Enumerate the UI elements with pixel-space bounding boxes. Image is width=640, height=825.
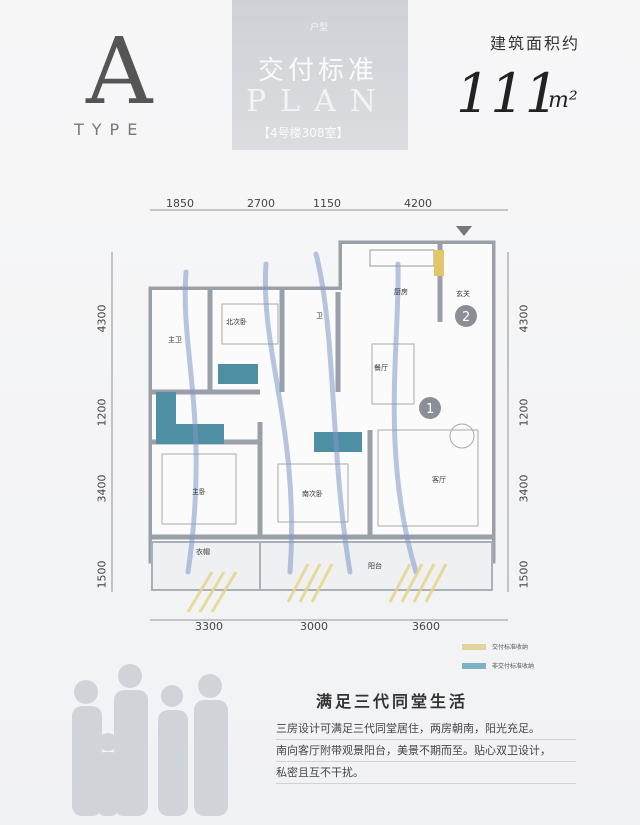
legend-item: 交付标准收纳 — [462, 642, 534, 651]
room-bath-1: 主卫 — [168, 335, 182, 344]
plan-banner — [232, 0, 408, 150]
plan-unit: 【4号楼308室】 — [258, 126, 349, 140]
type-word: TYPE — [74, 120, 146, 139]
legend-swatch-not-delivered — [462, 662, 486, 669]
family-illustration — [72, 664, 228, 816]
dim-top-1: 1850 — [166, 197, 194, 210]
plan-word: PLAN — [246, 84, 391, 119]
room-balcony: 阳台 — [368, 561, 382, 570]
room-kitchen: 厨房 — [394, 287, 408, 296]
type-letter: A — [86, 18, 153, 125]
plan-subtitle: 户型 — [310, 23, 329, 33]
room-north-bedroom: 北次卧 — [226, 317, 247, 326]
area-unit: m² — [548, 88, 578, 113]
description: 三房设计可满足三代同堂居住，两房朝南，阳光充足。 南向客厅附带观景阳台，美景不期… — [276, 718, 576, 784]
room-bath-2: 卫 — [316, 312, 323, 320]
legend-item: 非交付标准收纳 — [462, 661, 534, 670]
room-entry: 玄关 — [456, 289, 470, 298]
description-line-3: 私密且互不干扰。 — [276, 762, 576, 784]
room-living: 客厅 — [432, 475, 446, 484]
area-label: 建筑面积约 — [490, 34, 581, 53]
marker-1 — [419, 397, 441, 419]
description-line-2: 南向客厅附带观景阳台，美景不期而至。贴心双卫设计， — [276, 740, 576, 762]
legend-label-delivered: 交付标准收纳 — [492, 644, 529, 651]
dim-bottom-1: 3300 — [195, 620, 223, 633]
dim-top-3: 1150 — [313, 197, 341, 210]
room-second-bedroom: 南次卧 — [302, 489, 323, 498]
area-value: 111 — [456, 62, 560, 125]
marker-2-label: 2 — [462, 310, 470, 325]
room-master-bedroom: 主卧 — [192, 487, 206, 496]
legend-swatch-delivered — [462, 643, 486, 650]
room-storage: 衣帽 — [196, 547, 210, 556]
legend-label-not-delivered: 非交付标准收纳 — [492, 663, 535, 670]
description-line-1: 三房设计可满足三代同堂居住，两房朝南，阳光充足。 — [276, 718, 576, 740]
marker-1-label: 1 — [426, 402, 434, 417]
room-dining: 餐厅 — [374, 363, 388, 372]
headline: 满足三代同堂生活 — [316, 692, 469, 711]
dim-top-2: 2700 — [247, 197, 275, 210]
marker-2 — [455, 305, 477, 327]
dim-top-4: 4200 — [404, 197, 432, 210]
dim-bottom-2: 3000 — [300, 620, 328, 633]
plan-title: 交付标准 — [258, 56, 379, 86]
floor-plan: 1 2 厨房 玄关 北次卧 主卫 卫 餐厅 主卧 南次卧 客厅 阳台 衣帽 — [111, 209, 509, 621]
legend: 交付标准收纳 非交付标准收纳 — [462, 642, 534, 680]
dim-bottom-3: 3600 — [412, 620, 440, 633]
